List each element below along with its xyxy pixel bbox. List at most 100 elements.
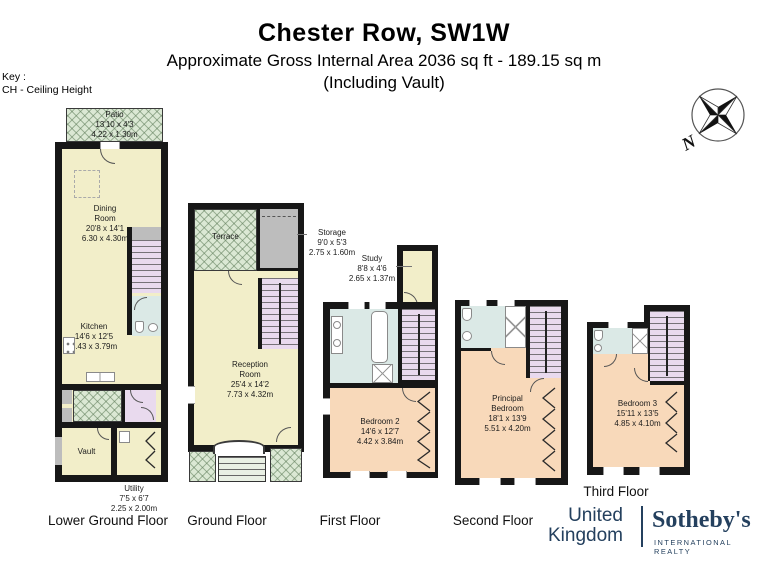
- staircase-second: [530, 306, 561, 378]
- utility-label: Utility 7'5 x 6'7 2.25 x 2.00m: [99, 484, 169, 514]
- wall-segment: [127, 227, 132, 335]
- logo-tagline: INTERNATIONAL REALTY: [654, 538, 732, 556]
- shower-icon: [632, 328, 648, 354]
- window: [479, 478, 501, 485]
- room-name: Vault: [77, 447, 96, 456]
- vault-window: [55, 437, 62, 465]
- room-name: Utility: [124, 484, 144, 493]
- room-dim-m: 4.22 x 1.30m: [91, 130, 138, 139]
- door-arc: [530, 378, 544, 392]
- room-name: Principal Bedroom: [491, 394, 524, 413]
- room-dim-m: 6.30 x 4.30m: [81, 234, 129, 243]
- sink-icon: [148, 323, 158, 332]
- staircase-ground: [262, 278, 298, 349]
- wall-segment: [62, 384, 161, 390]
- study-label: Study 8'8 x 4'6 2.65 x 1.37m: [348, 254, 396, 284]
- dining-room-label: Dining Room 20'8 x 14'1 6.30 x 4.30m: [68, 204, 142, 244]
- staircase-lower-ground: [132, 240, 161, 293]
- floor-label-second: Second Floor: [452, 513, 534, 528]
- window: [608, 322, 628, 328]
- room-dim-m: 5.51 x 4.20m: [484, 424, 531, 433]
- floor-label-ground: Ground Floor: [187, 513, 267, 528]
- window: [188, 386, 195, 404]
- room-dim-ft: 14'6 x 12'7: [360, 427, 400, 436]
- staircase-third: [650, 311, 684, 381]
- utility-door-zigzag: [145, 431, 156, 469]
- page-subtitle: Approximate Gross Internal Area 2036 sq …: [166, 51, 602, 70]
- storage-area: [260, 209, 298, 268]
- window: [603, 467, 624, 475]
- toilet-icon: [135, 321, 144, 333]
- floor-label-first: First Floor: [319, 513, 381, 528]
- room-name: Study: [361, 254, 383, 263]
- compass-icon: N: [678, 88, 745, 154]
- room-dim-ft: 9'0 x 5'3: [317, 238, 347, 247]
- wall-segment: [398, 309, 402, 383]
- room-dim-ft: 7'5 x 6'7: [119, 494, 149, 503]
- wall-segment: [648, 311, 650, 381]
- room-name: Terrace: [212, 232, 239, 241]
- toilet-icon: [594, 330, 603, 341]
- room-name: Kitchen: [80, 322, 108, 331]
- logo-region-line1: United: [568, 505, 623, 526]
- washer-icon: [119, 431, 130, 443]
- window: [639, 467, 660, 475]
- shower-icon: [372, 364, 393, 383]
- staircase-first: [402, 309, 435, 380]
- study-leader-line: [396, 266, 412, 267]
- bedroom-2-label: Bedroom 2 14'6 x 12'7 4.42 x 3.84m: [336, 417, 424, 447]
- room-dim-ft: 14'6 x 12'5: [74, 332, 114, 341]
- stair-landing: [132, 227, 161, 240]
- sink-icon: [333, 321, 341, 329]
- sink-icon: [594, 344, 602, 352]
- bedroom-2-area: [330, 388, 435, 472]
- wall-segment: [650, 381, 684, 385]
- key-entry-ceiling-height: CH - Ceiling Height: [2, 84, 92, 96]
- front-garden-area: [270, 448, 302, 482]
- room-dim-m: 2.75 x 1.60m: [308, 248, 356, 257]
- window: [369, 302, 386, 309]
- wardrobe-doors: [664, 391, 678, 453]
- room-dim-m: 4.42 x 3.84m: [356, 437, 404, 446]
- lightwell-area: [73, 390, 122, 422]
- window: [350, 471, 370, 478]
- room-dim-m: 2.65 x 1.37m: [348, 274, 396, 283]
- bedroom-3-label: Bedroom 3 15'11 x 13'5 4.85 x 4.10m: [590, 399, 685, 429]
- room-dim-m: 4.43 x 3.79m: [70, 342, 118, 351]
- page-title: Chester Row, SW1W: [257, 19, 511, 47]
- room-name: Storage: [317, 228, 347, 237]
- lightwell-ledge: [62, 390, 72, 404]
- door-arc: [134, 297, 147, 310]
- bay-window: [213, 440, 265, 454]
- sink-icon: [462, 331, 472, 341]
- room-dim-ft: 8'8 x 4'6: [357, 264, 387, 273]
- entrance-steps: [218, 456, 266, 482]
- shower-icon: [505, 306, 526, 348]
- door-arc: [276, 427, 291, 442]
- kitchen-label: Kitchen 14'6 x 12'5 4.43 x 3.79m: [62, 322, 126, 352]
- window: [348, 302, 365, 309]
- room-dim-m: 2.25 x 2.00m: [110, 504, 158, 513]
- compass-north-label: N: [678, 130, 700, 154]
- wardrobe-doors: [541, 387, 556, 472]
- room-dim-ft: 25'4 x 14'2: [230, 380, 270, 389]
- key-title: Key :: [2, 71, 26, 83]
- room-dim-ft: 18'1 x 13'9: [488, 414, 527, 423]
- window: [469, 300, 487, 306]
- vault-label: Vault: [62, 447, 111, 457]
- storage-leader-line: [297, 234, 307, 235]
- wall-segment: [62, 422, 161, 428]
- room-name: Bedroom 3: [617, 399, 658, 408]
- window: [497, 300, 515, 306]
- patio-label: Patio 13'10 x 4'3 4.22 x 1.30m: [66, 110, 163, 140]
- room-name: Dining Room: [93, 204, 117, 223]
- including-vault-note: (Including Vault): [323, 73, 445, 92]
- bathtub-icon: [371, 311, 388, 363]
- terrace-label: Terrace: [194, 232, 257, 242]
- room-dim-ft: 20'8 x 14'1: [85, 224, 125, 233]
- room-dim-m: 7.73 x 4.32m: [226, 390, 274, 399]
- kitchen-counter: [86, 372, 115, 382]
- wardrobe-doors: [416, 391, 431, 469]
- room-dim-ft: 13'10 x 4'3: [95, 120, 134, 129]
